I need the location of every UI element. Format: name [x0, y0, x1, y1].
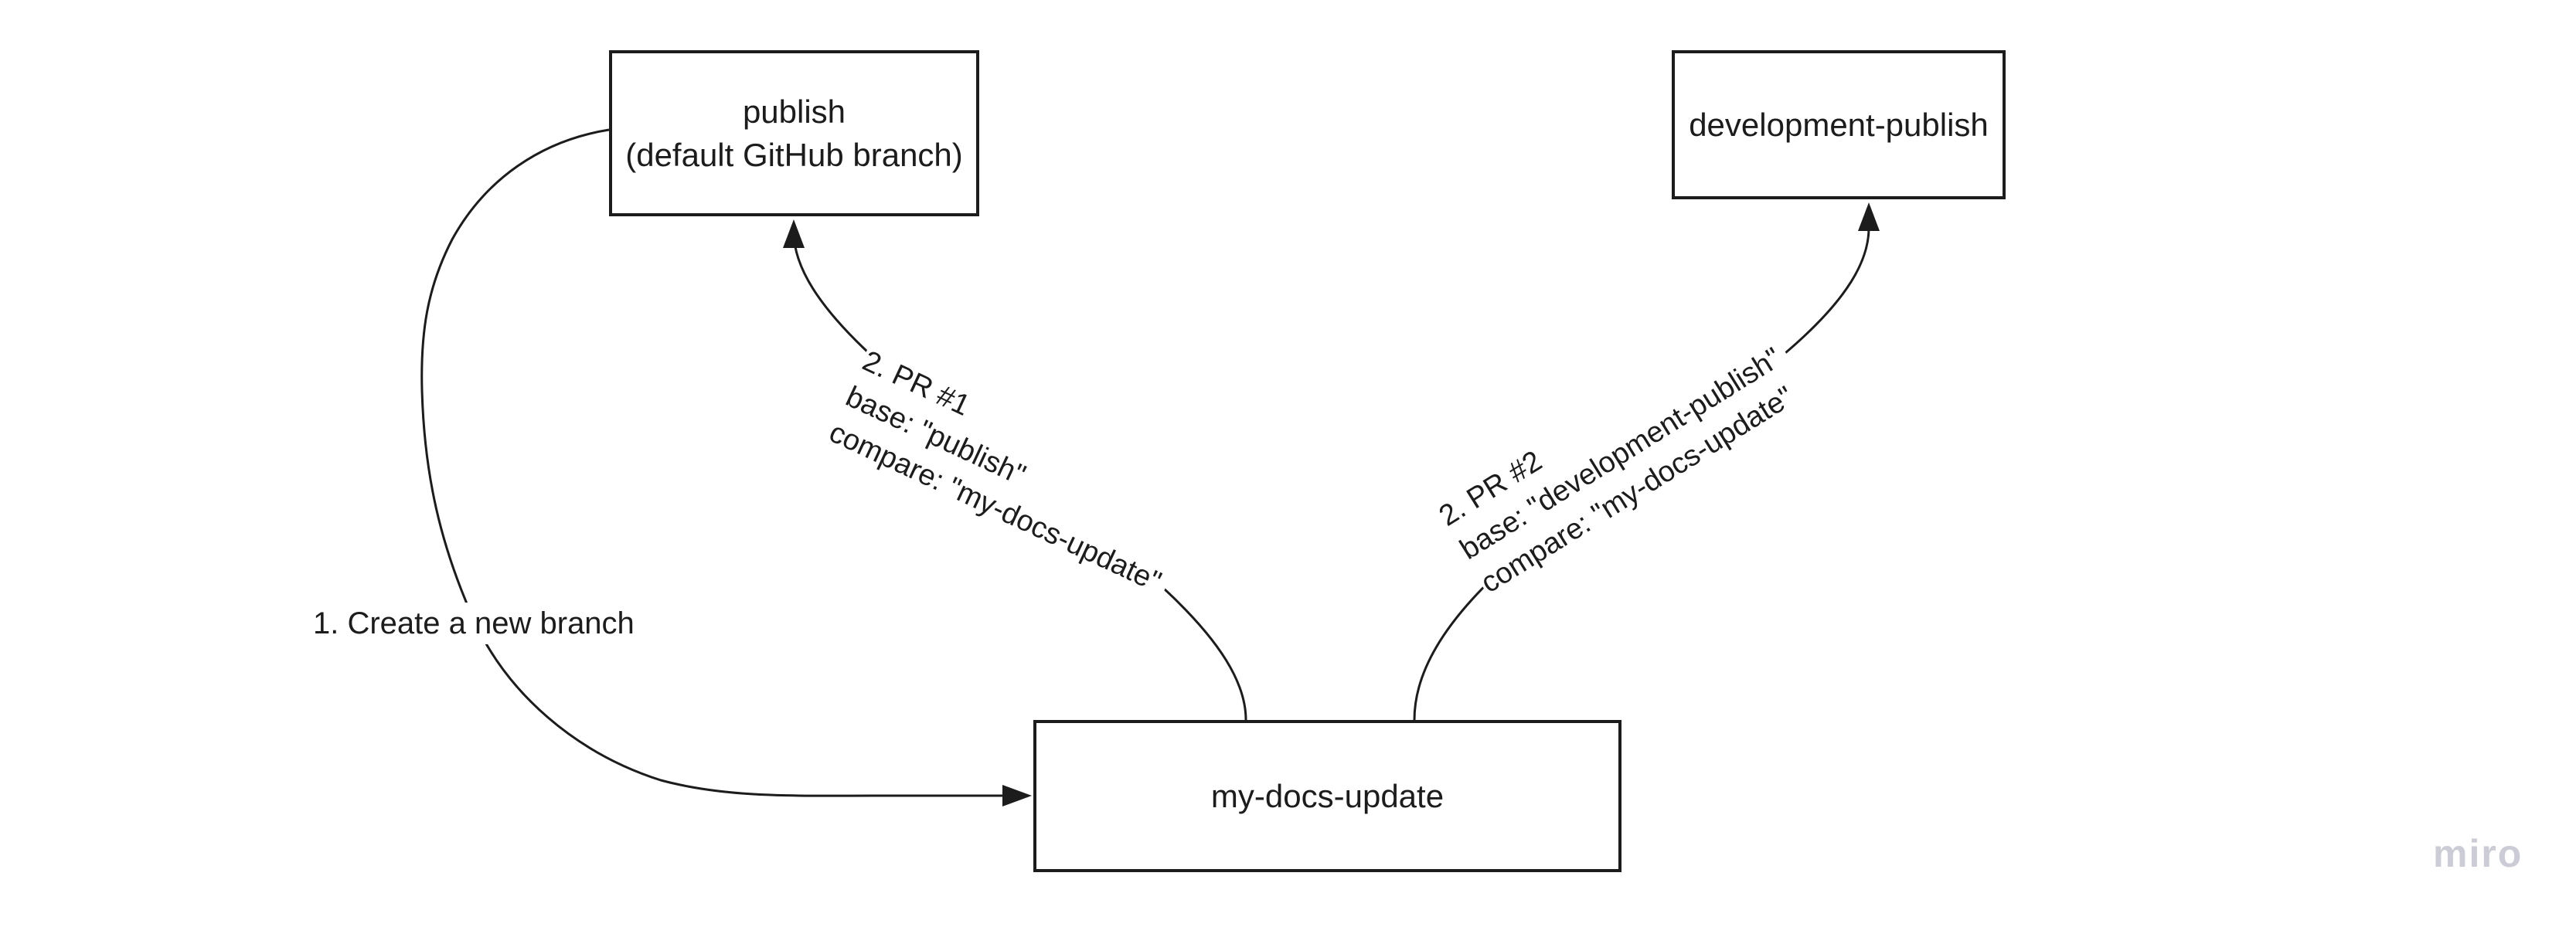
miro-watermark-logo: miro: [2433, 832, 2523, 875]
node-publish[interactable]: publish (default GitHub branch): [609, 50, 979, 216]
arrowhead-into-development-publish: [1858, 202, 1880, 231]
edge-label-create-branch[interactable]: 1. Create a new branch: [313, 603, 639, 644]
arrowhead-into-my-docs-update: [1002, 785, 1032, 806]
node-development-publish-label: development-publish: [1689, 106, 1989, 143]
arrowhead-into-publish: [783, 219, 805, 248]
node-my-docs-update-label: my-docs-update: [1210, 777, 1445, 814]
node-development-publish[interactable]: development-publish: [1672, 50, 2006, 199]
connector-create-branch[interactable]: [420, 128, 1005, 797]
node-publish-label-line2: (default GitHub branch): [625, 136, 963, 173]
node-publish-label-line1: publish: [742, 93, 846, 130]
node-my-docs-update[interactable]: my-docs-update: [1033, 720, 1621, 872]
